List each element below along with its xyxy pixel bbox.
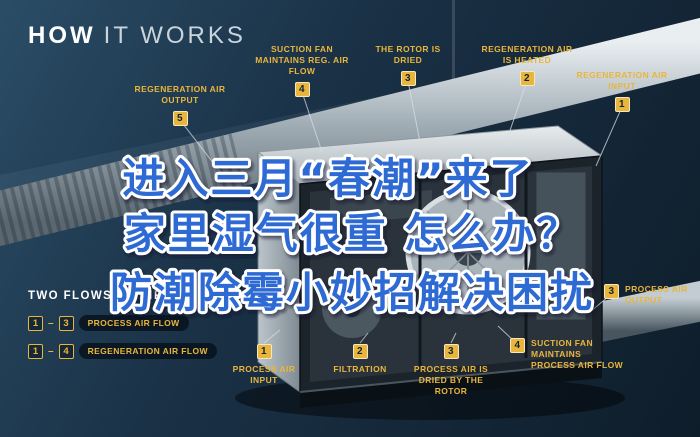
legend-badge-from: 1: [28, 315, 43, 331]
callout-filtration: 2 FILTRATION: [322, 344, 398, 375]
callout-process-air-dried: 3 PROCESS AIR IS DRIED BY THE ROTOR: [402, 344, 500, 397]
callout-label: PROCESS AIR IS DRIED BY THE ROTOR: [413, 364, 489, 397]
callout-number-badge: 4: [294, 82, 310, 98]
callout-label: PROCESS AIR OUTPUT: [625, 284, 688, 306]
callout-suction-fan-process: 4 SUCTION FAN MAINTAINS PROCESS AIR FLOW: [510, 338, 628, 371]
rotor: [405, 189, 531, 315]
callout-label: SUCTION FAN MAINTAINS PROCESS AIR FLOW: [531, 338, 624, 371]
callout-number-badge: 2: [352, 344, 368, 359]
callout-label: REGENERATION AIR OUTPUT: [134, 84, 226, 106]
legend-badge-from: 1: [28, 343, 43, 359]
callout-suction-fan-reg: SUCTION FAN MAINTAINS REG. AIR FLOW 4: [252, 44, 352, 98]
legend-two-flows: TWO FLOWS OF AIR 1 – 3 PROCESS AIR FLOW …: [28, 290, 217, 371]
title-it-works: IT WORKS: [103, 22, 246, 49]
machine-cutaway: [256, 125, 604, 408]
callout-rotor-is-dried: THE ROTOR IS DRIED 3: [366, 44, 450, 87]
legend-title: TWO FLOWS OF AIR: [28, 290, 164, 302]
callout-label: PROCESS AIR INPUT: [232, 364, 296, 386]
corrugated-duct-section: [0, 133, 245, 247]
legend-badge-to: 3: [58, 315, 74, 331]
legend-label: REGENERATION AIR FLOW: [78, 343, 217, 359]
callout-number-badge: 3: [400, 71, 416, 87]
callout-number-badge: 3: [604, 284, 619, 299]
callout-regeneration-air-input: REGENERATION AIR INPUT 1: [576, 70, 668, 113]
legend-dash: –: [48, 317, 54, 329]
page-title: HOW IT WORKS: [28, 22, 246, 50]
callout-process-air-output: 3 PROCESS AIR OUTPUT: [604, 284, 698, 306]
legend-label: PROCESS AIR FLOW: [78, 315, 189, 331]
legend-badge-to: 4: [58, 343, 74, 359]
legend-item-regeneration: 1 – 4 REGENERATION AIR FLOW: [28, 343, 217, 359]
legend-item-process: 1 – 3 PROCESS AIR FLOW: [28, 315, 217, 331]
callout-number-badge: 2: [519, 71, 535, 87]
callout-label: FILTRATION: [333, 364, 387, 374]
callout-number-badge: 3: [443, 344, 459, 359]
callout-label: THE ROTOR IS DRIED: [375, 44, 441, 66]
callout-regeneration-air-output: REGENERATION AIR OUTPUT 5: [128, 84, 232, 127]
callout-number-badge: 1: [256, 344, 272, 359]
callout-label: SUCTION FAN MAINTAINS REG. AIR FLOW: [255, 44, 349, 77]
title-how: HOW: [28, 22, 96, 49]
interior-duct: [330, 190, 432, 224]
machine-base: [300, 362, 602, 408]
suction-fan: [322, 278, 382, 338]
heater-unit: [535, 171, 587, 321]
callout-label: REGENERATION AIR IS HEATED: [481, 44, 573, 66]
callout-number-badge: 4: [510, 338, 525, 353]
callout-regeneration-air-heated: REGENERATION AIR IS HEATED 2: [478, 44, 576, 87]
callout-lines: [179, 80, 623, 344]
callout-process-air-input: 1 PROCESS AIR INPUT: [228, 344, 300, 386]
light-pole: [452, 0, 455, 128]
callout-number-badge: 5: [172, 111, 188, 127]
legend-dash: –: [48, 345, 54, 357]
callout-number-badge: 1: [614, 97, 630, 113]
callout-label: REGENERATION AIR INPUT: [576, 70, 668, 92]
